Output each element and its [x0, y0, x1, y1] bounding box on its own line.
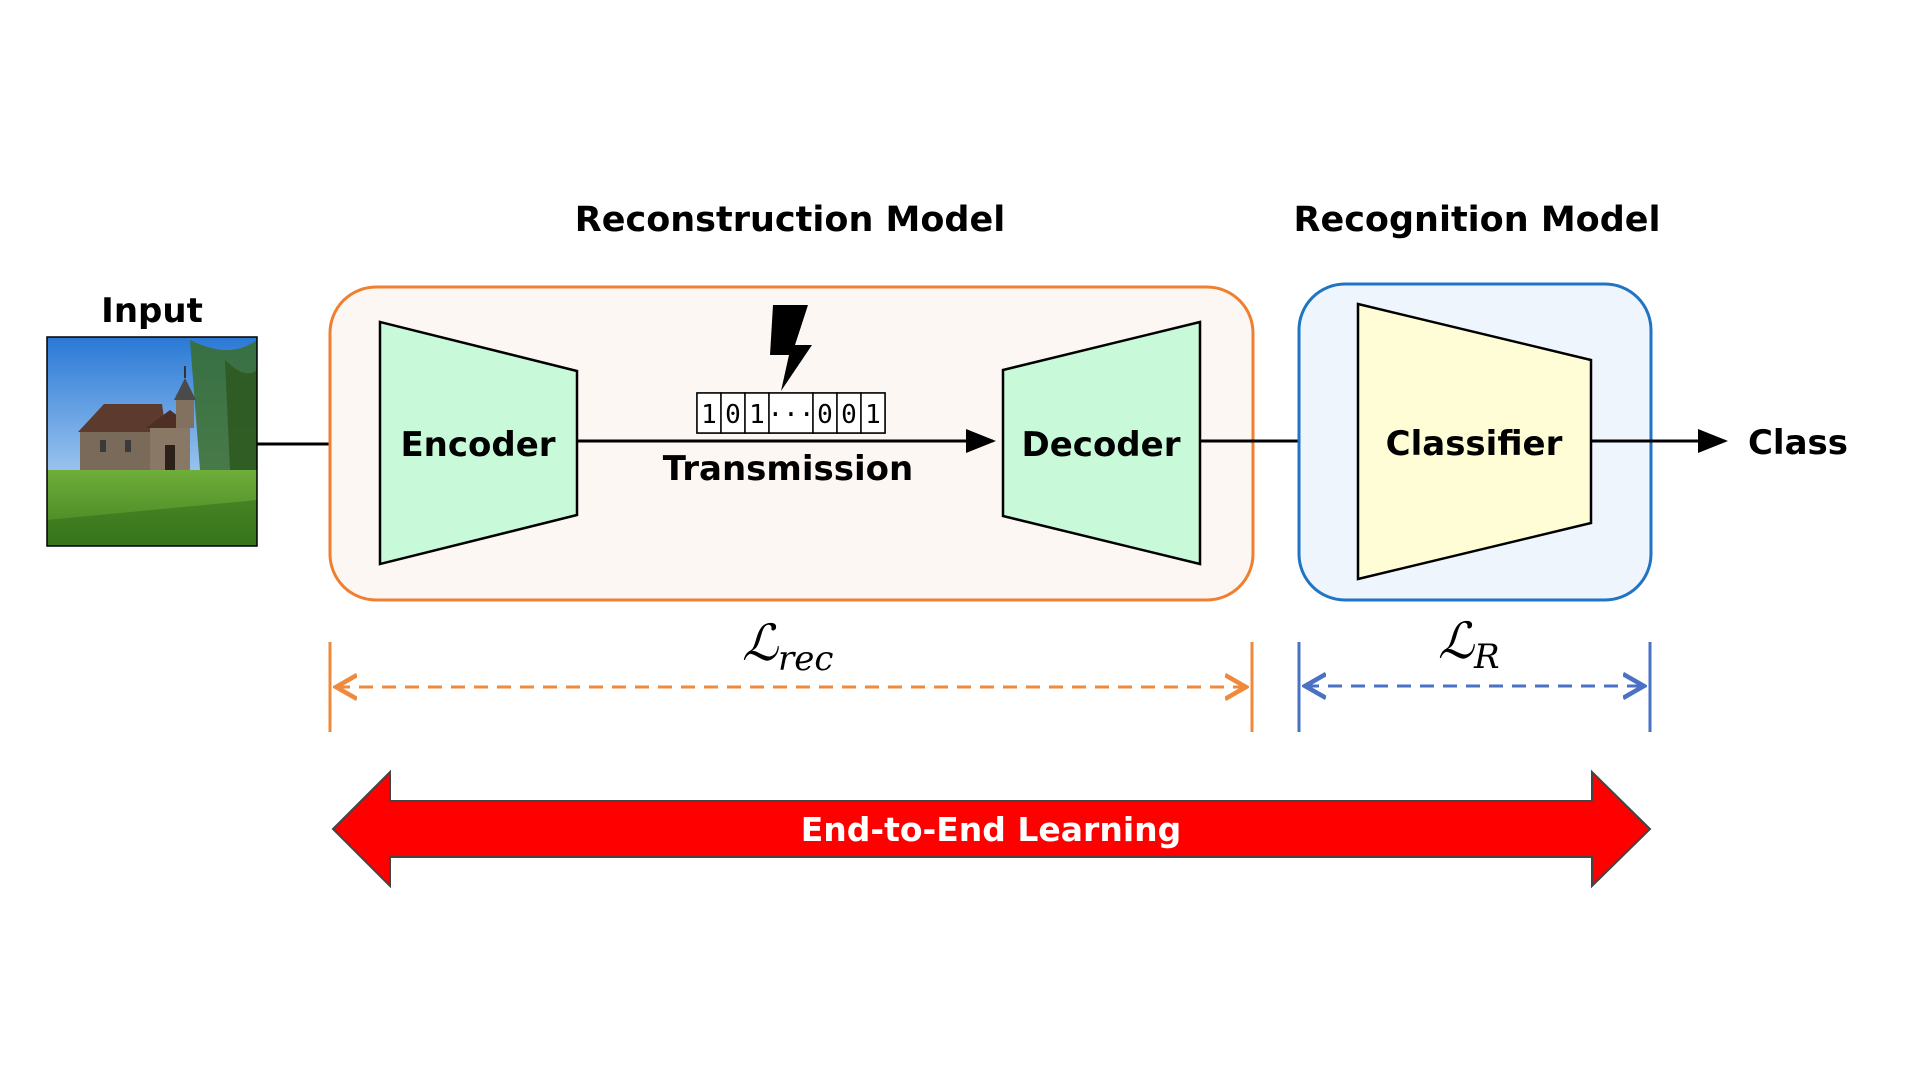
recognition-model-title: Recognition Model [1294, 200, 1661, 240]
decoder-label: Decoder [1022, 425, 1181, 465]
loss-rec-label: ℒrec [742, 614, 833, 679]
end-to-end-label: End-to-End Learning [801, 810, 1182, 849]
bit-value: 1 [749, 400, 765, 430]
encoder-block [378, 320, 579, 566]
lightning-bolt-icon [770, 305, 812, 391]
bit-cell [860, 392, 886, 434]
classifier-block [1356, 302, 1593, 581]
bit-cell [744, 392, 770, 434]
bit-cell [696, 392, 722, 434]
bit-value: 1 [865, 400, 881, 430]
bit-value: 0 [725, 400, 741, 430]
bit-cell [720, 392, 746, 434]
transmission-label: Transmission [663, 449, 913, 489]
reconstruction-loss: ℒrec [328, 614, 1254, 732]
bit-value: 0 [841, 400, 857, 430]
encoder-label: Encoder [400, 425, 555, 465]
bit-value: 1 [701, 400, 717, 430]
input-image [46, 336, 258, 547]
classifier-label: Classifier [1386, 424, 1563, 464]
class-label: Class [1748, 423, 1848, 463]
bit-cell [768, 392, 814, 434]
bit-cell [836, 392, 862, 434]
recognition-loss: ℒR [1297, 612, 1652, 732]
end-to-end-arrow [331, 769, 1652, 889]
reconstruction-model-title: Reconstruction Model [575, 200, 1005, 240]
bit-value: 0 [817, 400, 833, 430]
bit-value: ··· [768, 400, 815, 430]
input-label: Input [101, 291, 203, 331]
decoder-block [1001, 320, 1202, 566]
bit-cell [812, 392, 838, 434]
loss-r-label: ℒR [1438, 612, 1500, 677]
